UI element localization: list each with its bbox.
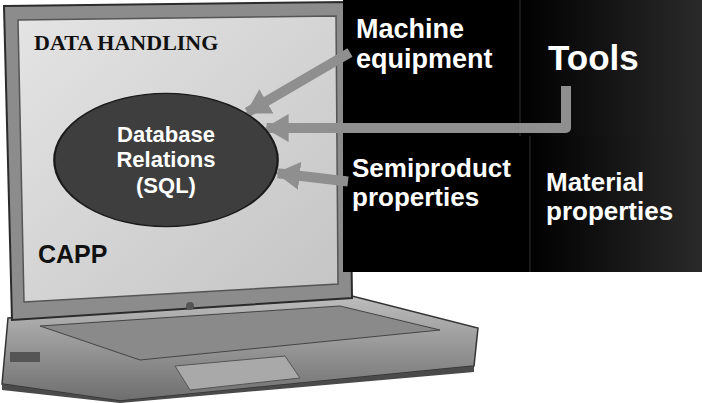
data-arrow	[278, 173, 348, 181]
source-cell: Material properties	[546, 168, 696, 231]
cell-text: Tools	[548, 38, 688, 77]
screen-heading: DATA HANDLING	[34, 30, 218, 56]
cell-text: Material properties	[546, 168, 696, 226]
data-arrow	[267, 86, 566, 128]
database-ellipse: Database Relations (SQL)	[52, 92, 280, 228]
source-cell: Semiproduct properties	[352, 154, 528, 217]
data-arrow	[247, 53, 350, 113]
cell-text: Semiproduct properties	[352, 154, 528, 212]
source-cell: Tools	[548, 38, 688, 82]
ellipse-text: Database Relations (SQL)	[96, 122, 236, 198]
app-label: CAPP	[38, 240, 107, 269]
cell-text: Machine equipment	[356, 14, 516, 74]
source-cell: Machine equipment	[356, 14, 516, 79]
